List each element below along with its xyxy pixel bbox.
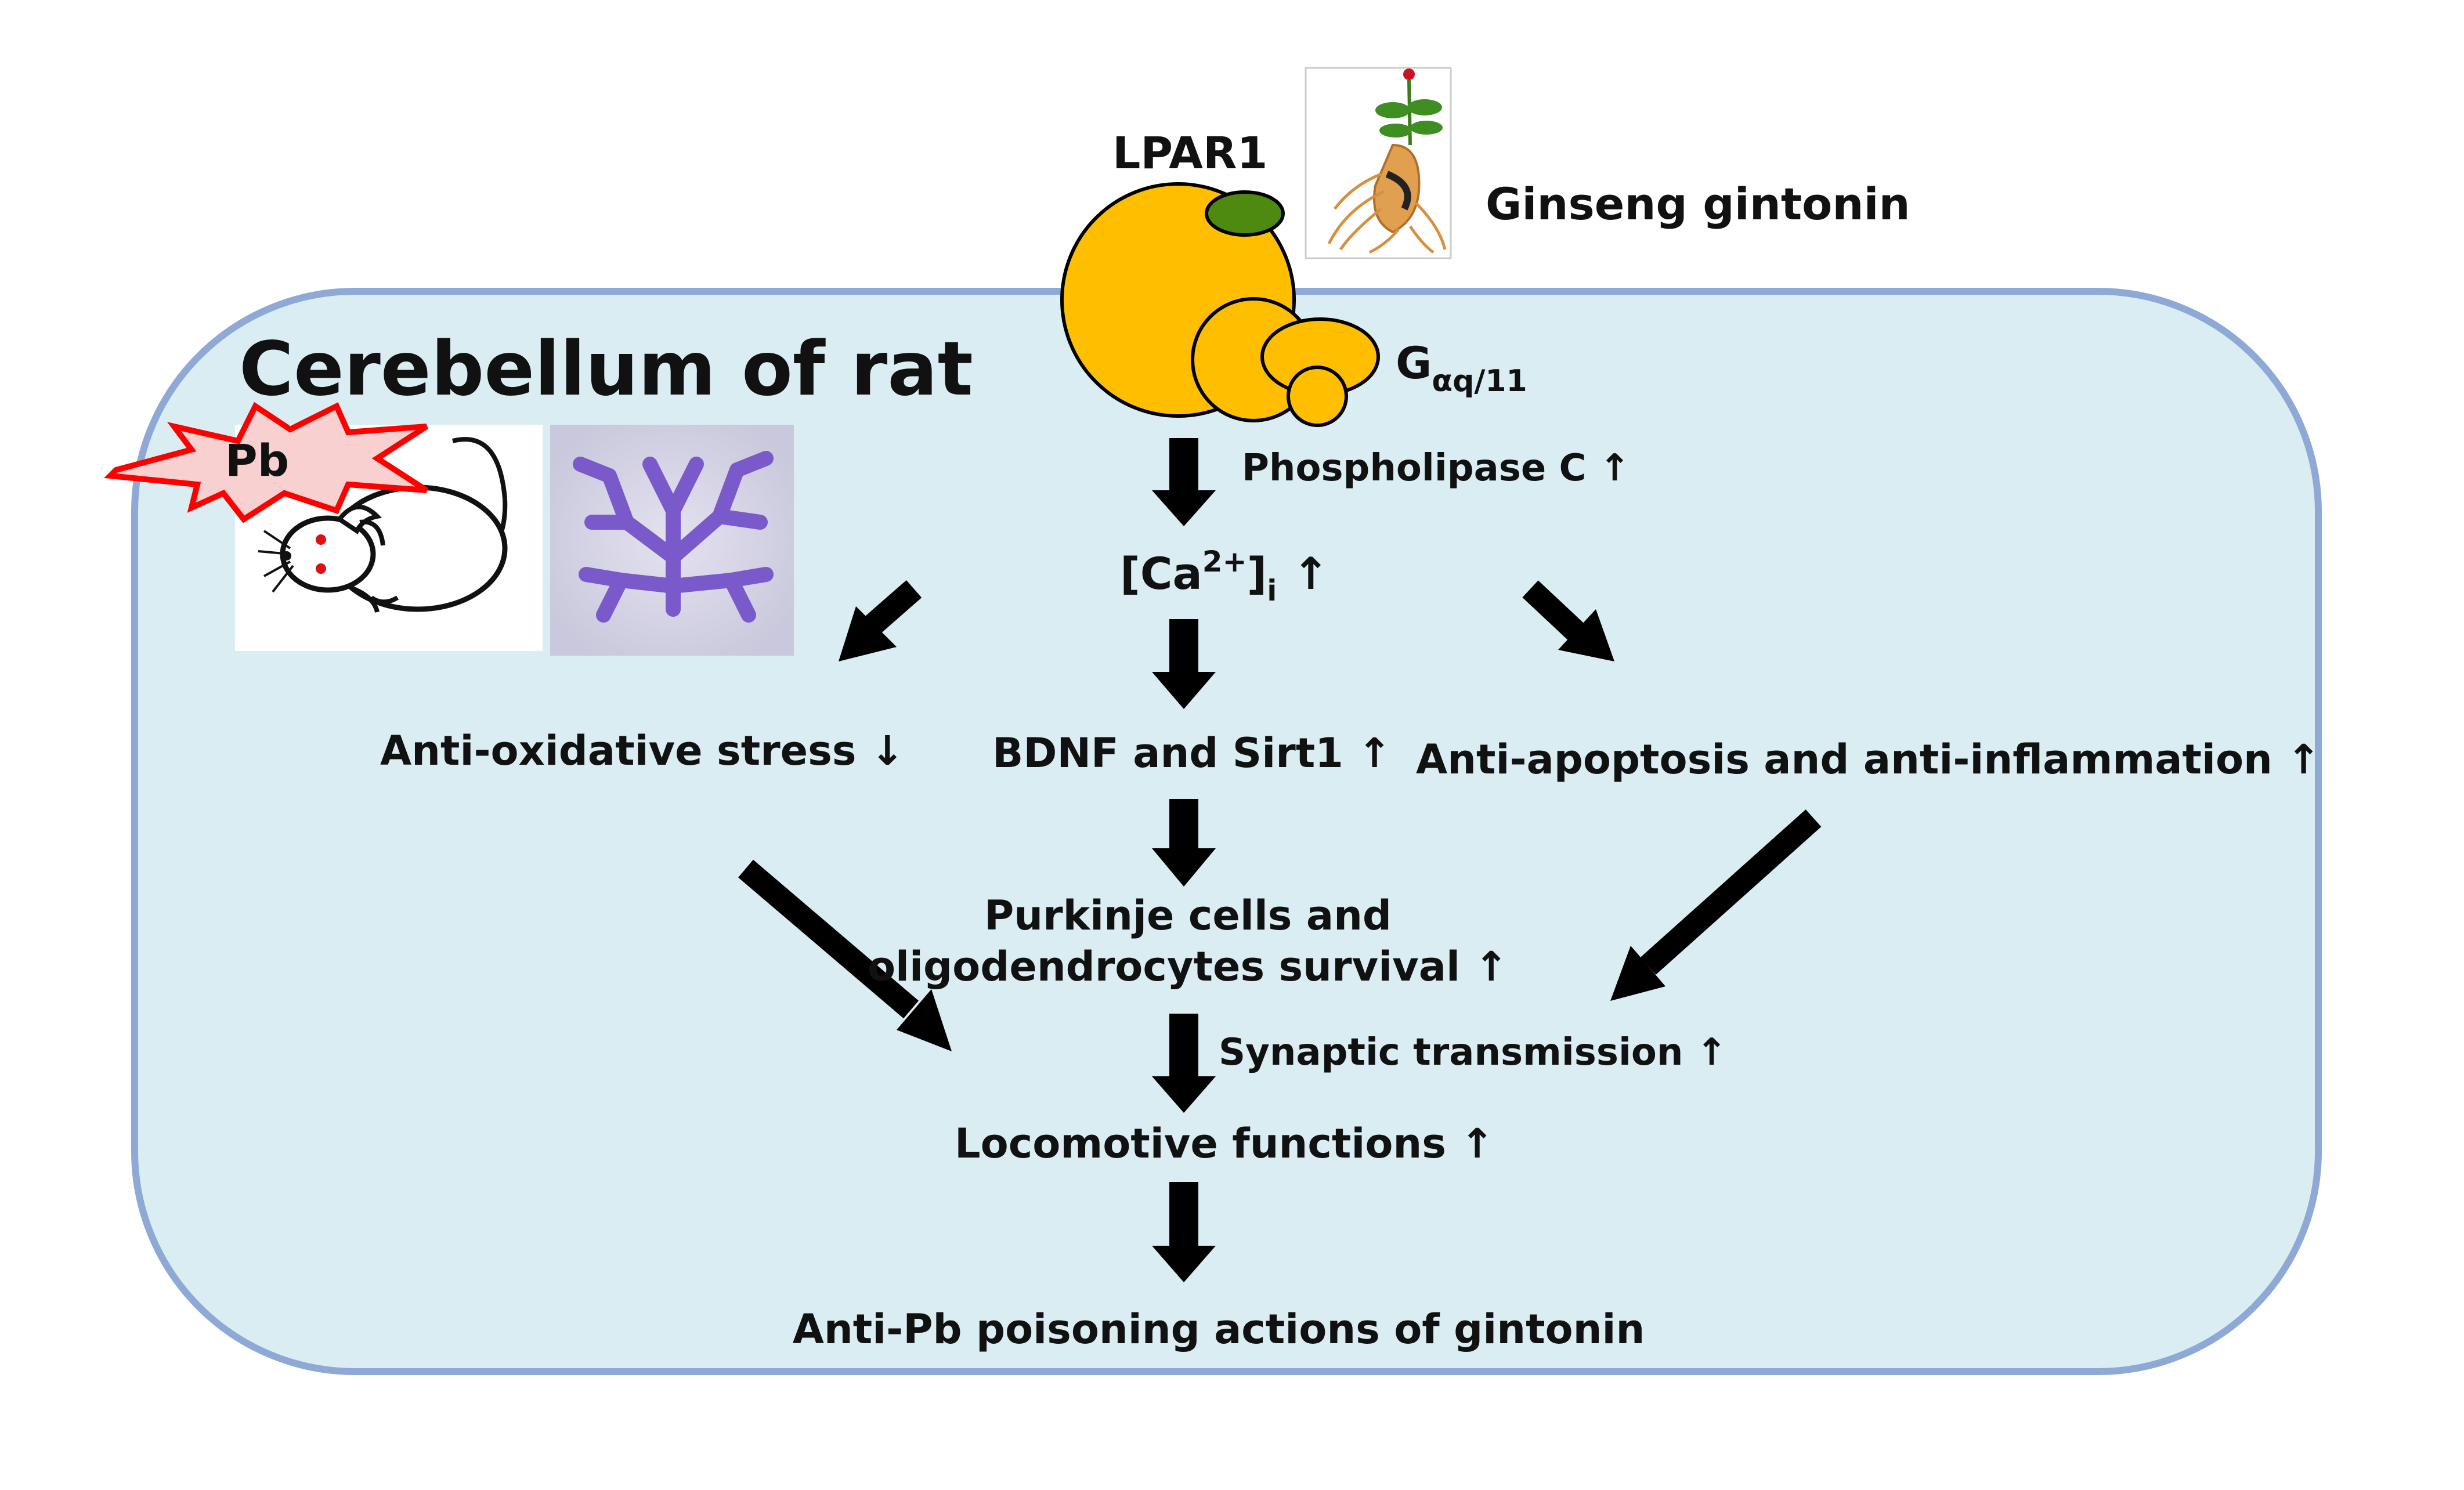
g-protein-icon	[1191, 297, 1380, 427]
calcium-label: [Ca2+]i ↑	[1120, 545, 1329, 607]
arrow-bdnf-to-survival	[1152, 799, 1216, 887]
g-protein-label: Gαq/11	[1396, 337, 1527, 399]
arrow-right-to-survival-line	[1640, 809, 1822, 975]
arrow-locomotive-to-outcome	[1152, 1182, 1216, 1282]
arrow-survival-to-locomotive	[1152, 1014, 1216, 1113]
ginseng-root-image	[1305, 67, 1452, 259]
pb-label: Pb	[225, 435, 289, 486]
anti-apoptosis-label: Anti-apoptosis and anti-inflammation ↑	[1416, 736, 2321, 783]
arrow-left-to-locomotive-line	[738, 859, 919, 1019]
arrow-calcium-to-bdnf	[1152, 619, 1216, 709]
arrow-calcium-to-right-line	[1522, 580, 1585, 641]
arrow-calcium-to-left-line	[859, 580, 922, 639]
purkinje-survival-line2: oligodendrocytes survival ↑	[868, 943, 1508, 990]
arrows	[1152, 438, 1216, 1282]
anti-oxidative-stress-label: Anti-oxidative stress ↓	[380, 727, 905, 775]
arrow-right-to-survival-head	[1610, 946, 1665, 1001]
region-title: Cerebellum of rat	[239, 326, 973, 413]
outcome-label: Anti-Pb poisoning actions of gintonin	[793, 1305, 1645, 1353]
arrow-calcium-to-left-head	[839, 606, 897, 661]
ginseng-gintonin-label: Ginseng gintonin	[1486, 178, 1910, 230]
pb-burst-icon: Pb	[104, 402, 428, 523]
synaptic-transmission-label: Synaptic transmission ↑	[1219, 1031, 1727, 1074]
purkinje-survival-line1: Purkinje cells and	[984, 892, 1392, 939]
locomotive-functions-label: Locomotive functions ↑	[955, 1120, 1494, 1167]
arrow-calcium-to-right-head	[1558, 609, 1614, 661]
arrow-left-to-locomotive-head	[897, 989, 952, 1051]
bdnf-sirt1-label: BDNF and Sirt1 ↑	[992, 729, 1392, 777]
lpar1-label: LPAR1	[1112, 127, 1267, 179]
phospholipase-c-label: Phospholipase C ↑	[1242, 447, 1630, 490]
arrow-receptor-to-calcium	[1152, 438, 1216, 526]
cerebellum-section-image	[550, 425, 794, 656]
